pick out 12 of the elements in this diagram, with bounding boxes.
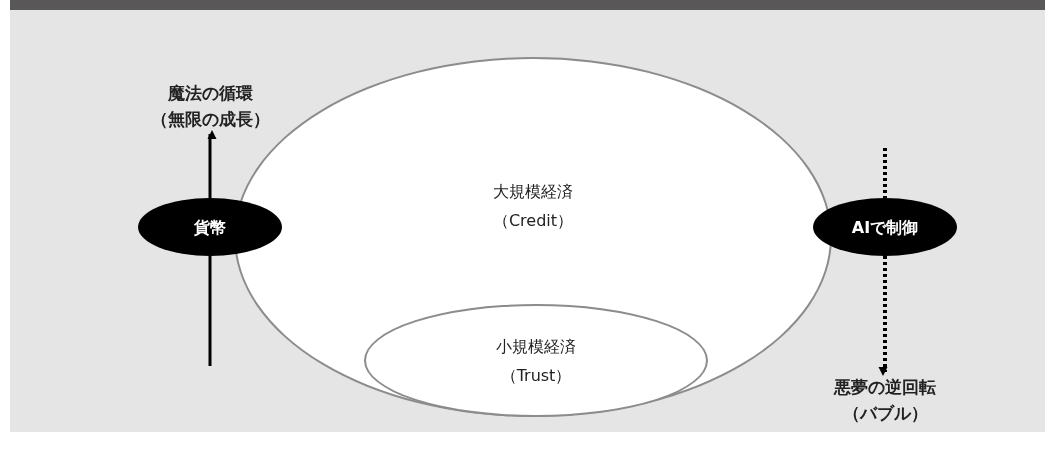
arrow: [878, 256, 888, 376]
node-subtitle: （Credit）: [492, 210, 574, 232]
node-title: 魔法の循環: [167, 82, 253, 105]
node-title: AIで制御: [851, 216, 919, 239]
node-subtitle: （Trust）: [500, 364, 572, 387]
node-title: 貨幣: [194, 216, 226, 239]
node-title: 大規模経済: [493, 181, 573, 203]
node-title: 小規模経済: [496, 335, 576, 358]
arrow: [207, 130, 217, 198]
node-subtitle: （バブル）: [842, 402, 928, 425]
node-title: 悪夢の逆回転: [834, 376, 936, 399]
node-subtitle: （無限の成長）: [150, 108, 270, 131]
